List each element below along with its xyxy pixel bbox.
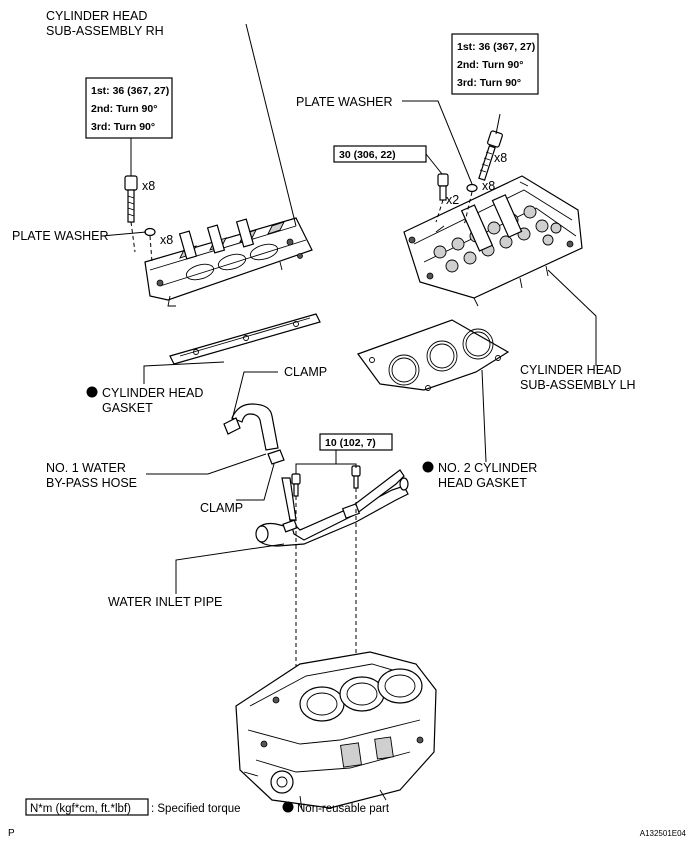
cylinder-block: [235, 651, 437, 811]
label-water-inlet-pipe: WATER INLET PIPE: [108, 595, 222, 609]
label-cylinder-head-rh-2: SUB-ASSEMBLY RH: [46, 24, 164, 38]
legend: N*m (kgf*cm, ft.*lbf) : Specified torque…: [25, 798, 390, 816]
label-bypass-hose-1: NO. 1 WATER: [46, 461, 126, 475]
rh-plate-washer: [144, 227, 156, 237]
label-no2-gasket-2: HEAD GASKET: [438, 476, 527, 490]
label-plate-washer-left: PLATE WASHER: [12, 229, 109, 243]
figure-id: A132501E04: [640, 829, 687, 838]
no1-water-bypass-hose: [231, 403, 279, 451]
qty-lh-bolt: x8: [494, 151, 507, 165]
torque-lh-line-3: 3rd: Turn 90°: [457, 77, 521, 89]
torque-rh-line-1: 1st: 36 (367, 27): [91, 85, 169, 97]
torque-lh-line-2: 2nd: Turn 90°: [457, 59, 523, 71]
non-reusable-dot-gasket-rh: [86, 386, 98, 398]
torque-rh-line-3: 3rd: Turn 90°: [91, 121, 155, 133]
clamp-bottom: [267, 449, 285, 465]
legend-non-reusable: Non-reusable part: [297, 803, 390, 815]
qty-lh-washer: x8: [482, 179, 495, 193]
water-inlet-pipe: [255, 469, 409, 547]
no2-cylinder-head-gasket: [357, 319, 510, 391]
rh-head-bolt: [124, 175, 138, 223]
lh-short-bolt: [437, 173, 449, 201]
torque-pipe-bolts-text: 10 (102, 7): [325, 437, 376, 449]
torque-box-rh: 1st: 36 (367, 27) 2nd: Turn 90° 3rd: Tur…: [85, 77, 173, 139]
corner-label-left: P: [8, 828, 15, 839]
cylinder-head-lh: [403, 175, 583, 307]
legend-torque-box: [25, 798, 149, 816]
cylinder-head-rh: [144, 217, 313, 307]
pipe-bolt-1: [291, 473, 301, 497]
legend-torque-unit: N*m (kgf*cm, ft.*lbf): [30, 803, 131, 815]
qty-lh-short-bolt: x2: [446, 193, 459, 207]
torque-lh-short-bolt-text: 30 (306, 22): [339, 149, 396, 161]
legend-non-reusable-dot: [282, 801, 294, 813]
torque-lh-line-1: 1st: 36 (367, 27): [457, 41, 535, 53]
torque-rh-line-2: 2nd: Turn 90°: [91, 103, 157, 115]
legend-torque-desc: : Specified torque: [151, 803, 241, 815]
label-no2-gasket-1: NO. 2 CYLINDER: [438, 461, 537, 475]
qty-rh-washer: x8: [160, 233, 173, 247]
label-cylinder-head-gasket-1: CYLINDER HEAD: [102, 386, 203, 400]
label-plate-washer-right: PLATE WASHER: [296, 95, 393, 109]
label-cylinder-head-gasket-2: GASKET: [102, 401, 153, 415]
qty-rh-bolt: x8: [142, 179, 155, 193]
clamp-top: [223, 417, 241, 435]
cylinder-head-gasket-rh: [169, 313, 321, 365]
torque-box-pipe-bolts: 10 (102, 7): [319, 433, 393, 451]
label-cylinder-head-lh-1: CYLINDER HEAD: [520, 363, 621, 377]
lh-head-bolt: [478, 130, 503, 181]
label-bypass-hose-2: BY-PASS HOSE: [46, 476, 137, 490]
torque-box-lh: 1st: 36 (367, 27) 2nd: Turn 90° 3rd: Tur…: [451, 33, 539, 95]
label-clamp-top: CLAMP: [284, 365, 327, 379]
label-clamp-bottom: CLAMP: [200, 501, 243, 515]
non-reusable-dot-gasket-no2: [422, 461, 434, 473]
lh-plate-washer: [466, 183, 478, 193]
pipe-bolt-2: [351, 465, 361, 489]
torque-box-lh-short-bolt: 30 (306, 22): [333, 145, 427, 163]
label-cylinder-head-lh-2: SUB-ASSEMBLY LH: [520, 378, 636, 392]
label-cylinder-head-rh-1: CYLINDER HEAD: [46, 9, 147, 23]
